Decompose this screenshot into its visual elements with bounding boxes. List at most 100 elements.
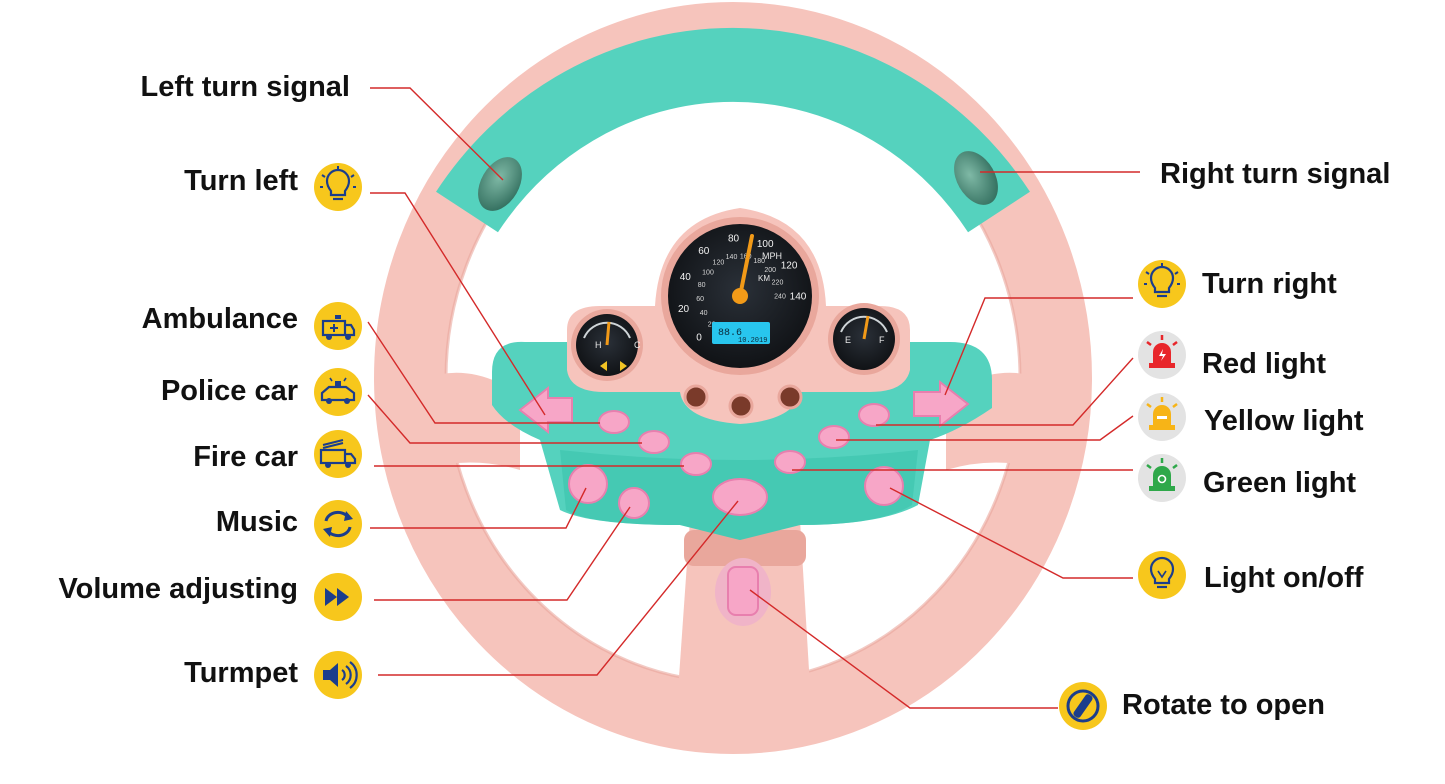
speedometer-outer-tick-60: 60 [698, 246, 710, 257]
fuel-gauge: E F [828, 303, 900, 375]
speedometer-inner-tick-120: 120 [713, 260, 725, 267]
label-right-turn-signal: Right turn signal [1160, 158, 1391, 190]
trumpet-horn-button[interactable] [712, 478, 768, 516]
red-siren-icon [1138, 331, 1186, 379]
speedometer-outer-tick-120: 120 [781, 261, 798, 272]
music-cycle-icon [314, 500, 362, 548]
speedometer-outer-tick-20: 20 [678, 304, 690, 315]
speedometer-needle [738, 234, 754, 298]
music-button[interactable] [568, 464, 608, 504]
dash-light-right [777, 384, 803, 410]
rotate-knob[interactable] [727, 566, 759, 616]
ambulance-button[interactable] [598, 410, 630, 434]
green-light-button[interactable] [774, 450, 806, 474]
fire-truck-icon [314, 430, 362, 478]
speedometer-inner-tick-180: 180 [753, 258, 765, 265]
label-turmpet: Turmpet [184, 657, 298, 689]
speedometer-inner-tick-200: 200 [764, 267, 776, 274]
label-turn-left: Turn left [184, 165, 298, 197]
left-turn-signal-lens [478, 157, 522, 211]
speedometer-inner-tick-100: 100 [702, 269, 714, 276]
temp-gauge-low: C [634, 340, 641, 350]
speedometer-outer-tick-140: 140 [790, 291, 807, 302]
label-left-turn-signal: Left turn signal [140, 71, 350, 103]
speedometer-display-value: 88.6 [718, 328, 742, 339]
label-ambulance: Ambulance [141, 303, 298, 335]
leader-turn-left [370, 192, 546, 416]
temp-gauge-high: H [595, 340, 602, 350]
temperature-gauge: H C [571, 309, 643, 381]
leader-music [370, 487, 587, 529]
speedometer-inner-tick-240: 240 [774, 293, 786, 300]
yellow-siren-icon [1138, 393, 1186, 441]
icons [314, 163, 1186, 730]
bottom-spoke-collar [684, 530, 806, 566]
speedometer-inner-tick-20: 20 [708, 322, 716, 329]
speedometer-unit-top: MPH [762, 251, 782, 261]
label-red-light: Red light [1202, 348, 1327, 380]
leader-trumpet [378, 500, 739, 676]
speedometer-unit-bottom: KM [758, 274, 770, 283]
red-light-button[interactable] [858, 403, 890, 427]
leader-left-turn-signal [370, 87, 504, 181]
speedometer-outer-tick-0: 0 [696, 332, 702, 343]
speedometer-inner-tick-140: 140 [726, 254, 738, 261]
police-car-button[interactable] [638, 430, 670, 454]
light-on-off-button[interactable] [864, 466, 904, 506]
speedometer-hub [732, 288, 748, 304]
label-yellow-light: Yellow light [1204, 405, 1364, 437]
speedometer-outer-tick-40: 40 [680, 272, 692, 283]
label-fire-car: Fire car [193, 441, 298, 473]
leader-light-on-off [889, 487, 1133, 579]
speedometer-outer-tick-100: 100 [757, 239, 774, 250]
ambulance-icon [314, 302, 362, 350]
police-car-icon [314, 368, 362, 416]
wheel-top-grip [436, 27, 1030, 233]
fuel-gauge-full: F [879, 335, 885, 345]
leader-turn-right [944, 297, 1133, 396]
label-light-on-off: Light on/off [1204, 562, 1364, 594]
green-siren-icon [1138, 454, 1186, 502]
label-police-car: Police car [160, 375, 298, 407]
speedometer-display [712, 322, 770, 344]
speedometer-inner-tick-80: 80 [698, 282, 706, 289]
leader-lines [367, 87, 1140, 709]
left-arrow-indicator-icon [600, 361, 607, 371]
dash-light-center [728, 393, 754, 419]
turn-left-button[interactable] [518, 385, 573, 435]
leader-red-light [876, 357, 1134, 426]
label-green-light: Green light [1203, 467, 1357, 499]
fuel-gauge-empty: E [845, 335, 851, 345]
right-turn-signal-lens [954, 151, 998, 205]
lightbulb-icon [314, 163, 362, 211]
yellow-light-button[interactable] [818, 425, 850, 449]
leader-rotate-to-open [749, 589, 1058, 709]
lightbulb-icon [1138, 260, 1186, 308]
speaker-icon [314, 651, 362, 699]
leader-yellow-light [836, 415, 1134, 441]
leader-volume [374, 506, 631, 601]
speedometer-inner-tick-40: 40 [700, 310, 708, 317]
label-rotate-to-open: Rotate to open [1122, 689, 1325, 721]
leader-police-car [367, 394, 642, 444]
speedometer-inner-tick-220: 220 [772, 279, 784, 286]
volume-button[interactable] [618, 487, 650, 519]
label-music: Music [215, 506, 298, 538]
leader-ambulance [367, 321, 600, 424]
speedometer-display-date: 10.2019 [738, 337, 767, 345]
dash-light-left [683, 384, 709, 410]
label-turn-right: Turn right [1202, 268, 1337, 300]
lightbulb-icon [1138, 551, 1186, 599]
label-volume-adjusting: Volume adjusting [58, 573, 298, 605]
speedometer-outer-tick-80: 80 [728, 234, 740, 245]
fire-car-button[interactable] [680, 452, 712, 476]
fast-forward-icon [314, 573, 362, 621]
right-arrow-indicator-icon [620, 361, 627, 371]
speedometer-inner-tick-60: 60 [696, 296, 704, 303]
rotate-knob-icon [1059, 682, 1107, 730]
